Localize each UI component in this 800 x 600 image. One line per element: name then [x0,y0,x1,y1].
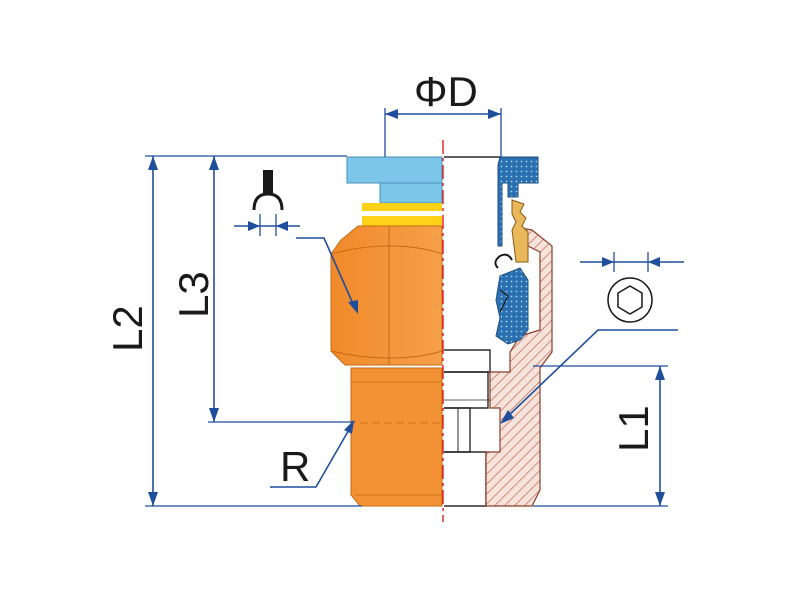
l1-label: L1 [610,405,657,452]
gripper-teeth [511,199,529,263]
release-collet [346,156,443,184]
thread-label: R [280,443,310,490]
threaded-shank [350,367,443,507]
collet-gripper-section [495,267,529,345]
dimension-lines [145,108,684,507]
collet-section [497,156,539,247]
l2-label: L2 [104,305,151,352]
diameter-label: ΦD [414,68,478,115]
exterior-view [330,156,443,507]
seal-ring [362,203,442,211]
tube-end-icon [252,170,284,211]
body-section [485,227,553,507]
section-view [444,156,553,507]
hex-socket-icon [607,277,653,323]
hex-body [330,225,443,366]
l3-label: L3 [170,271,217,318]
collet-neck [379,182,443,204]
